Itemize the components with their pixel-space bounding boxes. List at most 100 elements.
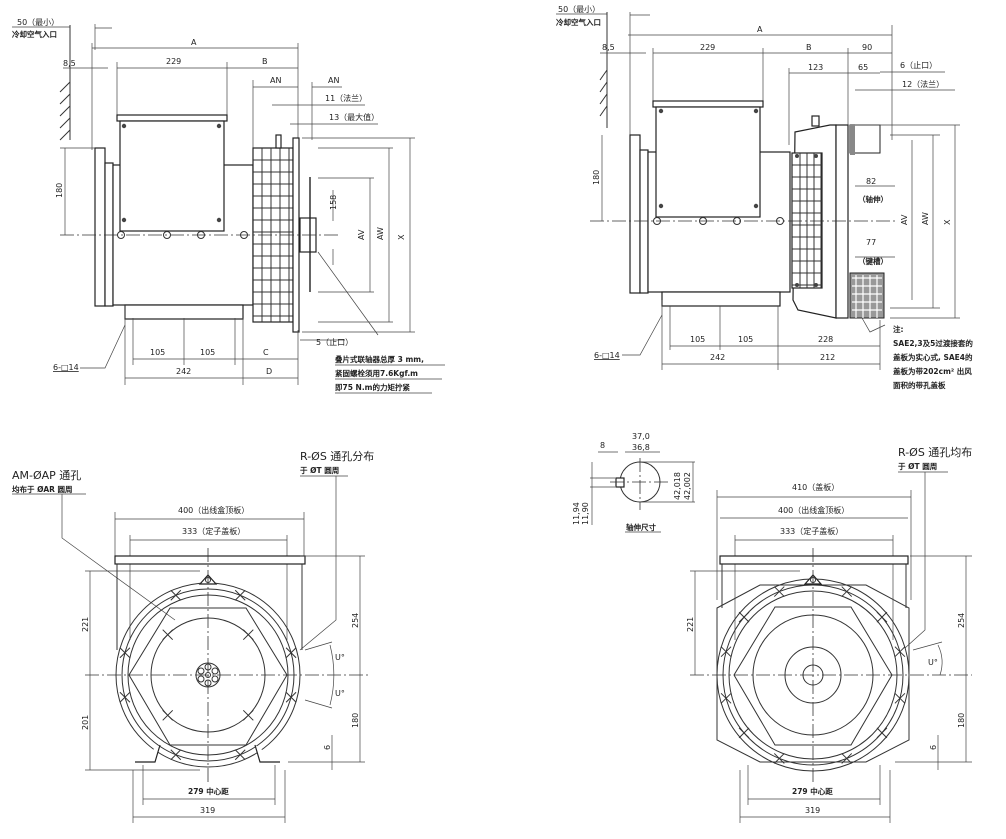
dim-229: 229 [700, 43, 715, 52]
dim-400: 400（出线盒顶板） [178, 505, 249, 515]
r-label-2: 于 ØT 圆周 [300, 466, 339, 475]
dim-av: AV [357, 229, 366, 240]
am-label-1: AM-ØAP 通孔 [12, 469, 81, 482]
dim-6: 6 [929, 745, 938, 750]
dim-8-5: 8,5 [602, 43, 615, 52]
dim-8-5: 8,5 [63, 59, 76, 68]
note-line-3: 盖板为带202cm² 出风 [893, 366, 972, 376]
dim-333: 333（定子盖板） [780, 526, 843, 536]
dim-319: 319 [805, 806, 820, 815]
shaft-title: 轴伸尺寸 [626, 522, 656, 532]
end-bracket [629, 134, 641, 294]
dim-400: 400（出线盒顶板） [778, 505, 849, 515]
dim-254: 254 [351, 613, 360, 628]
shaft-dim-11a: 11,94 [572, 502, 581, 525]
dim-a: A [757, 25, 763, 34]
dim-242: 242 [176, 367, 191, 376]
shaft-dim-36: 36,8 [632, 443, 650, 452]
side-view-right: 50（最小） 冷却空气入口 A 8,5 229 B 90 123 65 6（止口… [556, 5, 973, 390]
end-ring [104, 162, 114, 307]
dim-77: 77 [866, 238, 876, 247]
terminal-box-top [114, 555, 306, 565]
wall-hatch [599, 69, 608, 117]
shaft-dim-37: 37,0 [632, 432, 650, 441]
dim-180: 180 [592, 170, 601, 185]
end-view-right: 37,0 36,8 8 42,018 42,002 11,94 11,90 轴伸… [572, 432, 972, 823]
dim-6-spigot: 6（止口） [900, 60, 937, 70]
dim-158: 158 [329, 195, 338, 210]
dim-279: 279 中心距 [792, 786, 833, 796]
note-line-2: 紧固螺栓须用7.6Kgf.m [335, 368, 418, 378]
dim-13-max: 13（最大值） [329, 112, 379, 122]
note-line-1: SAE2,3及5过渡接套的 [893, 338, 973, 348]
dim-b: B [806, 43, 812, 52]
dim-279: 279 中心距 [188, 786, 229, 796]
dim-105-a: 105 [150, 348, 165, 357]
shaft-dim-42a: 42,018 [673, 472, 682, 500]
dim-105-a: 105 [690, 335, 705, 344]
terminal-box-top [719, 555, 909, 565]
note-line-4: 面积的带孔盖板 [893, 380, 946, 390]
end-bracket [94, 147, 106, 307]
dim-221: 221 [81, 617, 90, 632]
shaft-dim-8: 8 [600, 441, 605, 450]
terminal-box-lid [652, 100, 764, 108]
angle-u: U° [928, 658, 938, 667]
note-line-1: 叠片式联轴器总厚 3 mm, [335, 354, 424, 364]
dim-319: 319 [200, 806, 215, 815]
end-ring [639, 149, 649, 294]
dim-d: D [266, 367, 272, 376]
dim-123: 123 [808, 63, 823, 72]
dim-212: 212 [820, 353, 835, 362]
dim-65: 65 [858, 63, 868, 72]
dim-an-left: AN [270, 76, 281, 85]
note-line-3: 即75 N.m的力矩拧紧 [335, 382, 410, 392]
dim-228: 228 [818, 335, 833, 344]
dim-221: 221 [686, 617, 695, 632]
air-inlet-label: 冷却空气入口 [556, 17, 601, 27]
wall-hatch [59, 81, 71, 141]
dim-av: AV [900, 214, 909, 225]
dim-5-spigot: 5（止口） [316, 337, 353, 347]
r-label-2: 于 ØT 圆周 [898, 462, 937, 471]
mounting-foot [661, 291, 781, 307]
dim-a: A [191, 38, 197, 47]
terminal-box [655, 106, 761, 218]
note-title: 注: [893, 324, 904, 334]
terminal-box-lid [116, 114, 228, 122]
keyway-label: （键槽） [858, 256, 888, 266]
dim-180: 180 [55, 183, 64, 198]
note-line-2: 盖板为实心式, SAE4的 [893, 352, 973, 362]
dim-105-b: 105 [738, 335, 753, 344]
adapter-section-bottom [849, 272, 885, 319]
shaft-dim-42b: 42,002 [683, 472, 692, 500]
dim-x: X [943, 219, 952, 225]
r-label-1: R-ØS 通孔均布 [898, 446, 972, 459]
dim-b: B [262, 57, 268, 66]
dim-229: 229 [166, 57, 181, 66]
terminal-box [119, 120, 225, 232]
dim-180: 180 [957, 713, 966, 728]
angle-u1: U° [335, 653, 345, 662]
dim-aw: AW [376, 227, 385, 240]
dim-201: 201 [81, 715, 90, 730]
dim-c: C [263, 348, 269, 357]
dim-82: 82 [866, 177, 876, 186]
holes-6x14: 6-□14 [53, 363, 79, 372]
shaft-dim-11b: 11,90 [581, 502, 590, 525]
air-inlet-min: 50（最小） [17, 18, 59, 27]
dim-6: 6 [323, 745, 332, 750]
dim-aw: AW [921, 212, 930, 225]
dim-12-flange: 12（法兰） [902, 79, 944, 89]
angle-u2: U° [335, 689, 345, 698]
dim-180: 180 [351, 713, 360, 728]
dim-410: 410（盖板） [792, 482, 839, 492]
holes-6x14: 6-□14 [594, 351, 620, 360]
air-inlet-min: 50（最小） [558, 5, 600, 14]
mounting-foot [124, 304, 244, 320]
dim-333: 333（定子盖板） [182, 526, 245, 536]
dim-90: 90 [862, 43, 872, 52]
shaft-label: （轴伸） [858, 194, 888, 204]
